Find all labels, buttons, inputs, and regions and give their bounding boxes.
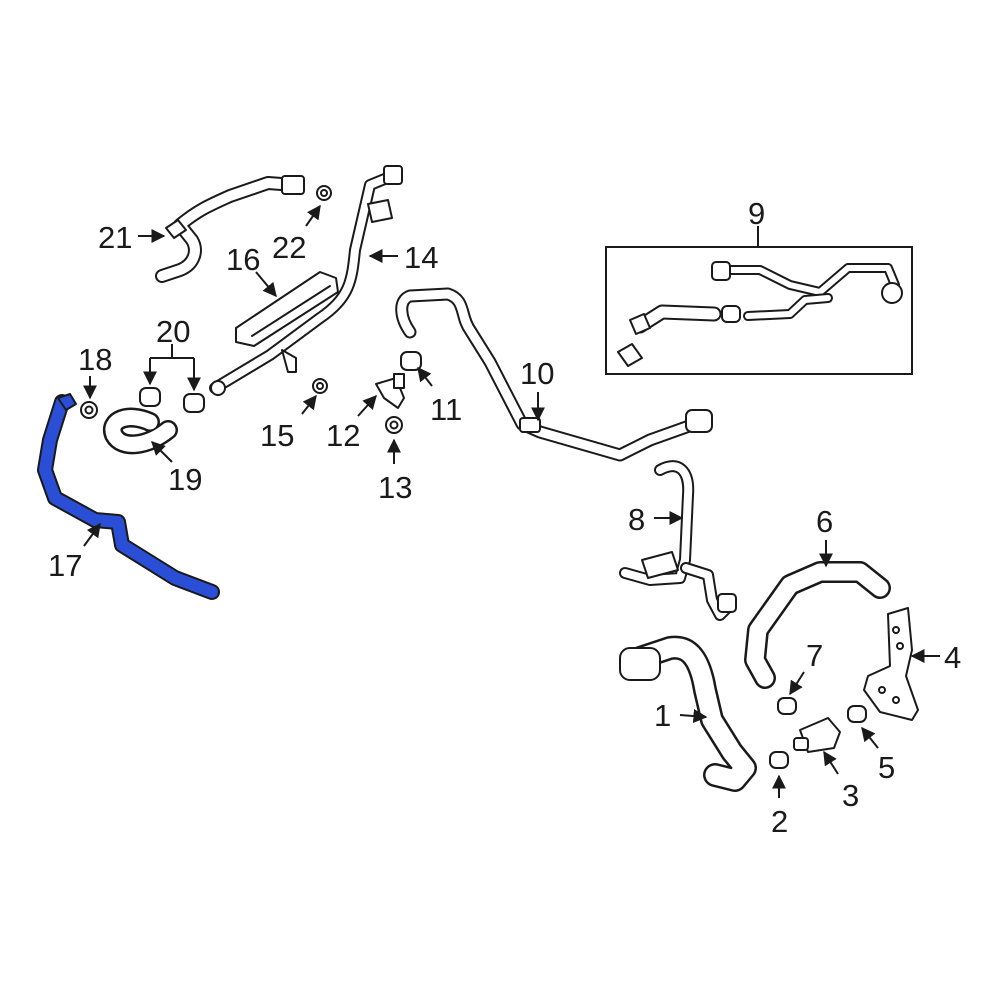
- part-6-hose[interactable]: [744, 561, 891, 689]
- callout-15: 15: [260, 418, 294, 453]
- part-20-clamp-right[interactable]: [183, 393, 205, 413]
- callout-22: 22: [272, 230, 306, 265]
- part-8-pipe[interactable]: [619, 460, 737, 621]
- callout-20: 20: [156, 314, 190, 349]
- part-15-washer[interactable]: [312, 378, 328, 394]
- part-11-cap[interactable]: [400, 351, 422, 371]
- part-21-hose[interactable]: [155, 175, 305, 283]
- callout-3: 3: [842, 778, 859, 813]
- callout-17: 17: [48, 548, 82, 583]
- part-18-washer[interactable]: [80, 401, 98, 419]
- part-9-box[interactable]: [605, 246, 913, 375]
- part-1-hose[interactable]: [619, 635, 757, 792]
- callout-6: 6: [816, 504, 833, 539]
- callout-16: 16: [226, 242, 260, 277]
- callout-1: 1: [654, 698, 671, 733]
- part-14-tube[interactable]: [209, 165, 403, 396]
- callout-14: 14: [404, 240, 438, 275]
- callout-13: 13: [378, 470, 412, 505]
- callout-10: 10: [520, 356, 554, 391]
- part-10-hose[interactable]: [395, 287, 713, 462]
- part-12-fitting[interactable]: [375, 373, 405, 409]
- callout-19: 19: [168, 462, 202, 497]
- callout-8: 8: [628, 502, 645, 537]
- part-22-clip[interactable]: [316, 185, 332, 201]
- part-2-cap[interactable]: [769, 751, 789, 769]
- callout-4: 4: [944, 640, 961, 675]
- callout-11: 11: [430, 392, 462, 427]
- part-16-heat-shield[interactable]: [235, 271, 339, 347]
- callout-9: 9: [748, 196, 765, 231]
- part-17-hose-highlighted[interactable]: [37, 393, 220, 600]
- callout-18: 18: [78, 342, 112, 377]
- part-7-cap[interactable]: [777, 697, 797, 715]
- part-20-clamp-left[interactable]: [139, 387, 161, 407]
- part-4-bracket[interactable]: [863, 607, 919, 721]
- part-3-valve[interactable]: [793, 717, 841, 753]
- callout-7: 7: [806, 638, 823, 673]
- callout-2: 2: [771, 804, 788, 839]
- part-19-hose[interactable]: [103, 407, 178, 455]
- callout-12: 12: [326, 418, 360, 453]
- callout-5: 5: [878, 750, 895, 785]
- part-5-cap[interactable]: [847, 705, 867, 723]
- part-13-washer[interactable]: [385, 416, 403, 434]
- callout-21: 21: [98, 220, 132, 255]
